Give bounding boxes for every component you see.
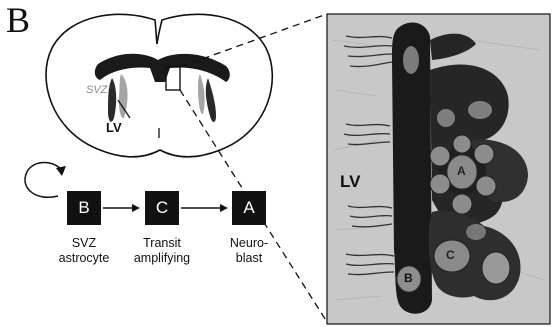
caption-line: Neuro-: [204, 236, 294, 251]
lv-label-detail: LV: [340, 172, 360, 192]
caption-transit-amplifying: Transit amplifying: [117, 236, 207, 266]
lineage-arrows: [25, 163, 228, 213]
brain-section: [46, 14, 272, 156]
lv-label-section: LV: [106, 120, 122, 135]
caption-neuroblast: Neuro- blast: [204, 236, 294, 266]
svz-label: SVZ: [86, 84, 107, 96]
cell-a-label: A: [457, 164, 466, 178]
caption-svz-astrocyte: SVZ astrocyte: [39, 236, 129, 266]
caption-line: Transit: [117, 236, 207, 251]
caption-line: blast: [204, 251, 294, 266]
panel-letter: B: [6, 2, 30, 38]
caption-line: amplifying: [117, 251, 207, 266]
svz-detail-panel: [327, 14, 550, 324]
cell-b-label: B: [404, 271, 413, 285]
cell-type-a-box: A: [232, 191, 266, 225]
caption-line: astrocyte: [39, 251, 129, 266]
cell-type-c-box: C: [145, 191, 179, 225]
cell-type-b-box: B: [67, 191, 101, 225]
cell-c-label: C: [446, 248, 455, 262]
caption-line: SVZ: [39, 236, 129, 251]
